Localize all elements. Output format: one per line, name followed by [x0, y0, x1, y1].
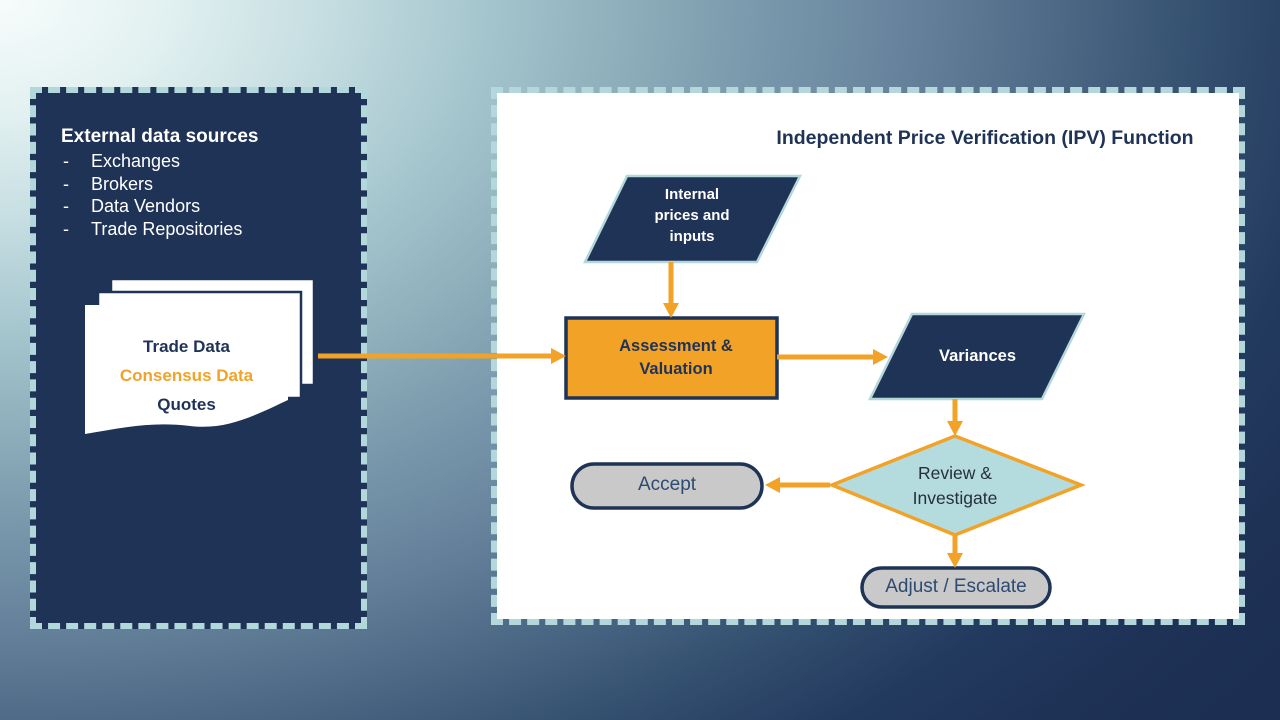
list-item-label: Brokers [91, 173, 154, 194]
list-item: - Data Vendors [63, 195, 353, 218]
list-item: - Trade Repositories [63, 218, 353, 241]
list-item-label: Exchanges [91, 151, 181, 171]
doc-line-trade-data: Trade Data [143, 337, 230, 356]
assessment-valuation-label: Assessment & Valuation [619, 337, 733, 378]
list-item: - Exchanges [63, 150, 353, 173]
ipv-function-title: Independent Price Verification (IPV) Fun… [776, 127, 1194, 149]
bullet-dash: - [63, 218, 69, 239]
accept-label: Accept [637, 474, 697, 495]
list-item: - Brokers [63, 173, 353, 196]
doc-line-quotes: Quotes [157, 395, 216, 414]
variances-label: Variances [938, 347, 1017, 365]
document-stack-labels: Trade Data Consensus Data Quotes [85, 332, 288, 419]
internal-prices-label: Internal prices and inputs [654, 186, 730, 245]
bullet-dash: - [63, 173, 69, 194]
external-sources-title: External data sources [61, 126, 259, 147]
external-sources-list: - Exchanges - Brokers - Data Vendors - T… [63, 150, 353, 240]
bullet-dash: - [63, 151, 69, 171]
bullet-dash: - [63, 196, 69, 216]
list-item-label: Data Vendors [91, 196, 201, 216]
review-investigate-label: Review & Investigate [912, 463, 998, 508]
adjust-escalate-label: Adjust / Escalate [885, 576, 1027, 597]
list-item-label: Trade Repositories [91, 218, 243, 239]
doc-line-consensus-data: Consensus Data [119, 366, 254, 385]
